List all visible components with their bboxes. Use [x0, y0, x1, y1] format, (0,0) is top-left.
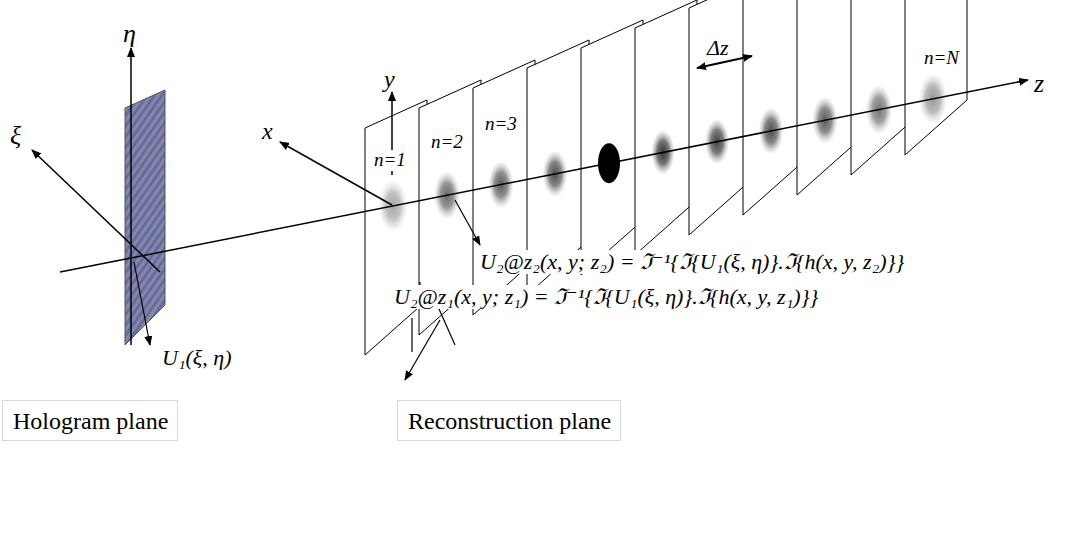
plane: [365, 100, 427, 355]
plane: [581, 20, 643, 275]
leader-line: [455, 200, 480, 245]
eta-axis: [130, 48, 132, 345]
axis-label: z: [1032, 70, 1046, 99]
plane: [905, 0, 967, 155]
axis-label: n=2: [429, 132, 465, 153]
xi-axis: [32, 150, 160, 272]
caption-text: Hologram plane: [13, 407, 167, 436]
leader-line: [405, 320, 440, 380]
axis-label: n=3: [483, 114, 519, 135]
axis-label: ξ: [10, 122, 21, 151]
equation-label: U₂@z₁(x, y; z₁) = ℑ⁻¹{ℑ{U₁(ξ, η)}.ℑ{h(x,…: [392, 285, 820, 309]
axis-label: n=1: [372, 150, 408, 171]
plane: [635, 0, 697, 255]
equation-label: U₂@z₂(x, y; z₂) = ℑ⁻¹{ℑ{U₁(ξ, η)}.ℑ{h(x,…: [478, 250, 906, 274]
plane: [851, 0, 913, 175]
axis-label: y: [384, 66, 395, 92]
caption-box: Hologram plane: [2, 400, 178, 441]
axis-line: [60, 258, 131, 272]
plane: [473, 60, 535, 315]
plane: [689, 0, 751, 235]
caption-text: Reconstruction plane: [408, 407, 610, 436]
reconstruction-planes: [365, 0, 967, 355]
caption-box: Reconstruction plane: [397, 400, 621, 441]
axis-label: η: [123, 20, 136, 49]
axis-label: n=N: [922, 48, 961, 69]
z-axis: [131, 80, 1028, 258]
axis-label: x: [262, 118, 273, 144]
plane: [743, 0, 805, 215]
equation-label: U₁(ξ, η): [160, 346, 234, 370]
leader-line: [411, 318, 412, 352]
leader-line: [134, 262, 150, 345]
axis-label: Δz: [707, 36, 728, 60]
plane: [797, 0, 859, 195]
